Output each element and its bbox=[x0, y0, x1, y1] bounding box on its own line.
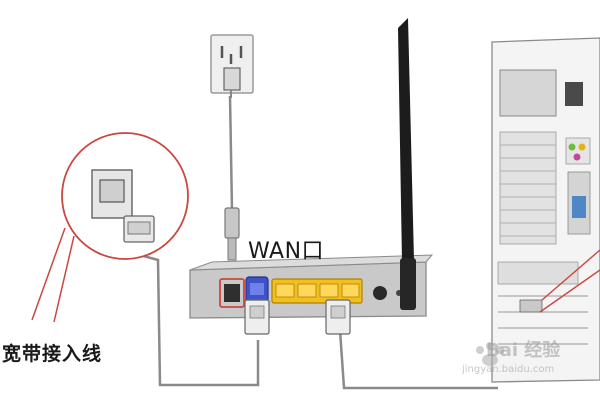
network-cables bbox=[139, 95, 498, 390]
lan-cable-plug bbox=[325, 299, 351, 335]
paw-logo-icon bbox=[476, 342, 504, 366]
computer-tower bbox=[491, 37, 600, 383]
wan-cable-plug bbox=[244, 299, 270, 335]
watermark-brand: Bai 经验 bbox=[486, 340, 561, 361]
wan-port-label: WAN口 bbox=[248, 239, 325, 264]
power-jack bbox=[373, 286, 387, 300]
wan-port bbox=[245, 276, 269, 304]
power-plug bbox=[224, 207, 240, 261]
watermark-url: jingyan.baidu.com bbox=[462, 364, 555, 375]
lan-ports bbox=[271, 278, 363, 304]
antenna bbox=[398, 18, 416, 310]
broadband-callout bbox=[31, 132, 189, 323]
broadband-cable-label: 宽带接入线 bbox=[2, 343, 103, 365]
wall-socket-icon bbox=[210, 34, 254, 98]
